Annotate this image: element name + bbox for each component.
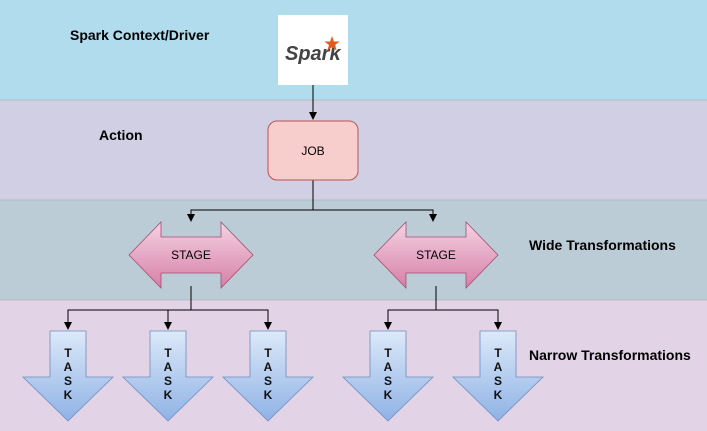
stage-double-arrow	[373, 221, 499, 289]
task-down-arrow	[342, 330, 434, 422]
band-wide	[0, 200, 707, 300]
connector-stage-to-task	[384, 286, 437, 330]
connector-stage-to-task	[64, 286, 192, 330]
band-label-narrow: Narrow Transformations	[529, 347, 691, 363]
band-narrow	[0, 300, 707, 431]
connectors	[64, 85, 502, 330]
band-label-driver: Spark Context/Driver	[70, 27, 210, 43]
task-down-arrow	[122, 330, 214, 422]
task-down-arrow	[452, 330, 544, 422]
spark-logo-text: Spark	[285, 43, 341, 65]
task-down-arrow	[222, 330, 314, 422]
connector-job-to-stage	[187, 180, 314, 222]
job-node: JOB	[267, 120, 359, 181]
connector-stage-to-task	[164, 309, 191, 330]
stage-node: STAGE	[128, 221, 254, 289]
spark-logo: Spark	[278, 15, 348, 85]
stage-node: STAGE	[373, 221, 499, 289]
connector-stage-to-task	[436, 309, 502, 330]
job-label: JOB	[301, 144, 324, 158]
job-box	[267, 120, 359, 181]
connector-job-to-stage	[313, 209, 437, 222]
band-label-wide: Wide Transformations	[529, 237, 676, 253]
stage-double-arrow	[128, 221, 254, 289]
stage-label: STAGE	[171, 248, 211, 262]
band-label-action: Action	[99, 127, 143, 143]
task-down-arrow	[22, 330, 114, 422]
stage-label: STAGE	[416, 248, 456, 262]
band-driver	[0, 0, 707, 100]
spark-star-icon	[324, 36, 340, 51]
connector-stage-to-task	[191, 309, 272, 330]
